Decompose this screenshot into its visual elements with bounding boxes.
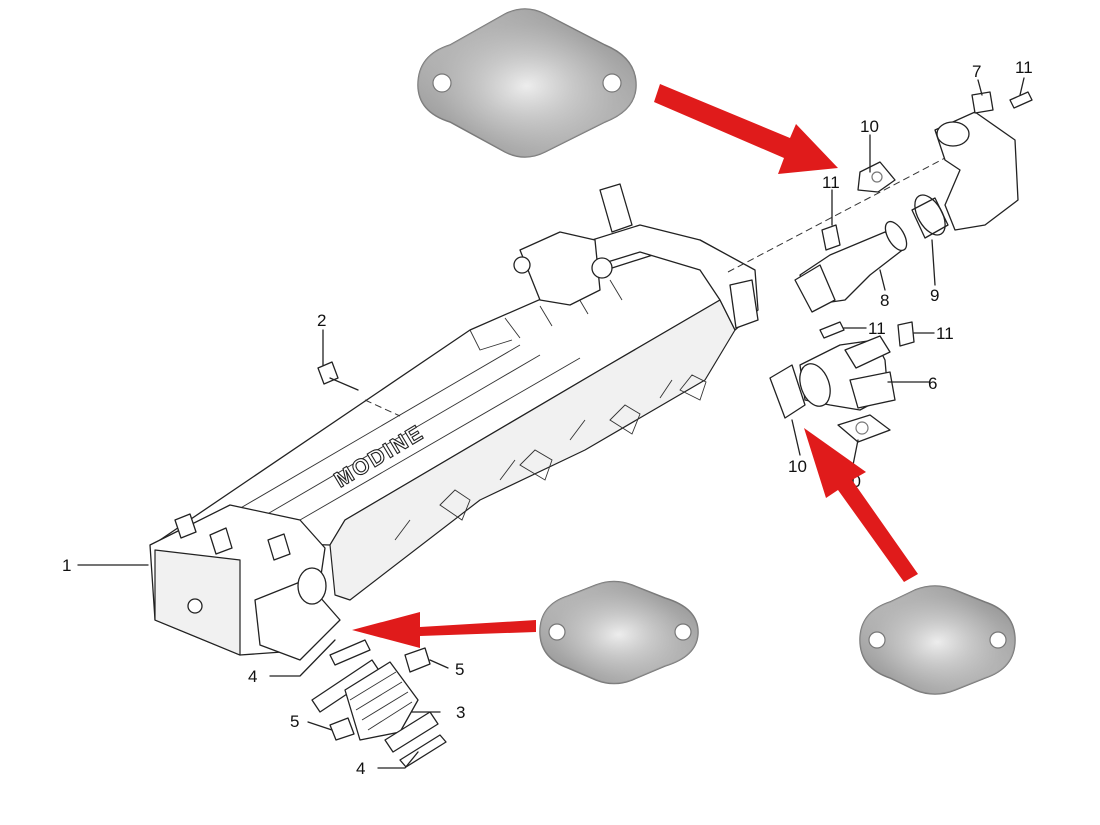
- blanking-plate-icon: [417, 8, 637, 158]
- red-arrow-icon: [804, 428, 918, 582]
- red-arrow-icon: [654, 84, 838, 174]
- callout-11-mid: 11: [822, 173, 840, 192]
- callout-11-top: 11: [1015, 58, 1033, 77]
- callout-1: 1: [62, 556, 71, 575]
- callout-3: 3: [456, 703, 465, 722]
- callout-10-top: 10: [860, 117, 879, 136]
- callout-5-left: 5: [290, 712, 299, 731]
- callout-11-lower-b: 11: [936, 324, 954, 343]
- callout-9: 9: [930, 286, 939, 305]
- callout-2: 2: [317, 311, 326, 330]
- callout-10-left: 10: [788, 457, 807, 476]
- egr-cooler: MODINE: [149, 157, 946, 661]
- blanking-plate-icon: [539, 580, 699, 685]
- callout-11-lower-a: 11: [868, 319, 886, 338]
- callout-4-upper: 4: [248, 667, 257, 686]
- bolts-5: [329, 647, 431, 741]
- leader-lines: [77, 77, 1025, 769]
- red-arrow-icon: [352, 612, 536, 648]
- callout-8: 8: [880, 291, 889, 310]
- blanking-plate-icon: [859, 585, 1016, 695]
- callout-7: 7: [972, 62, 981, 81]
- bolt-2: [317, 361, 359, 391]
- callout-4-lower: 4: [356, 759, 365, 778]
- upper-pipe-assembly: [794, 91, 1033, 347]
- callout-5-right: 5: [455, 660, 464, 679]
- callout-6: 6: [928, 374, 937, 393]
- elbow-assembly: [769, 335, 896, 443]
